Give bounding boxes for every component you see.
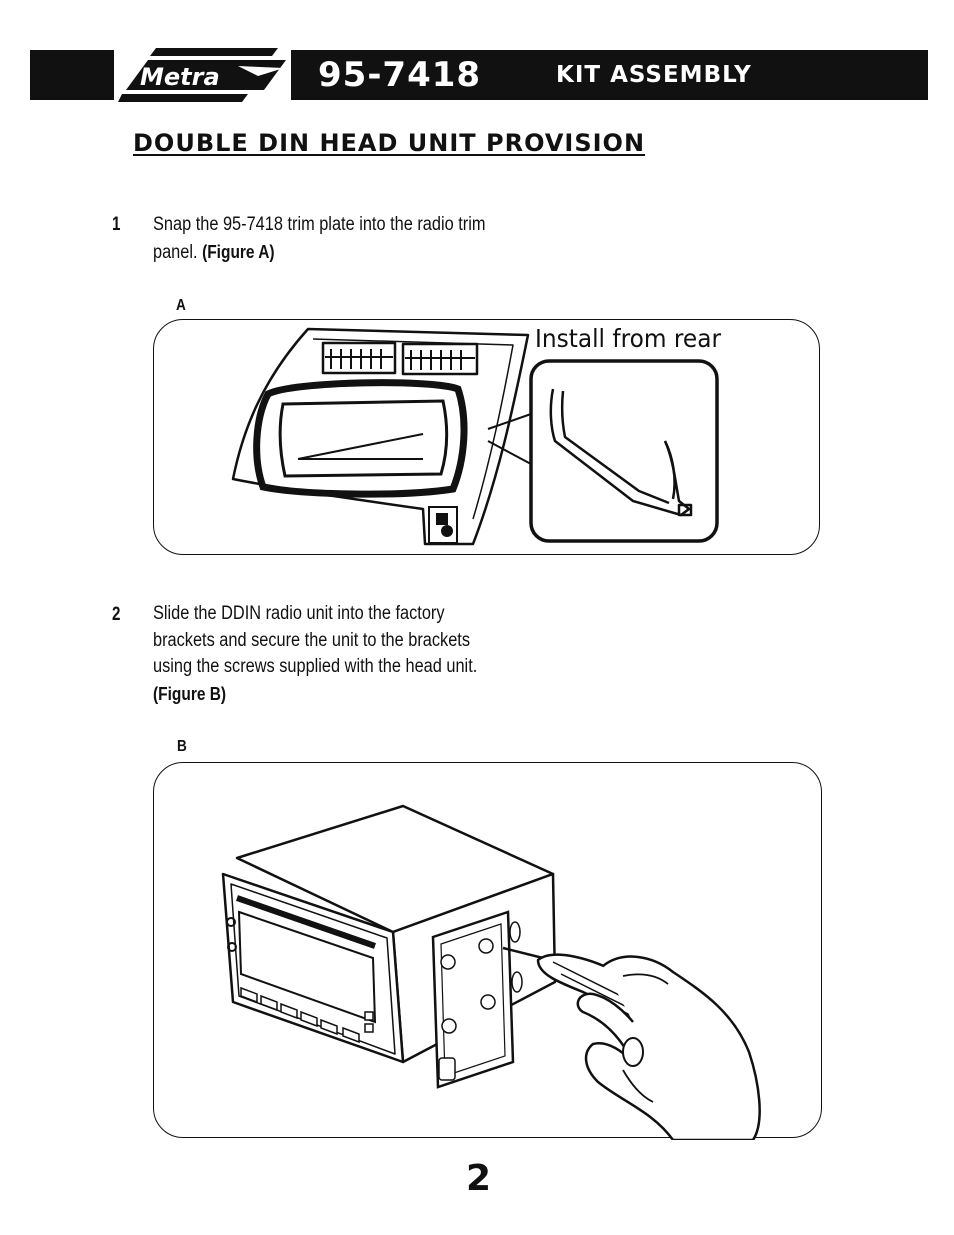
page-number: 2 bbox=[466, 1158, 492, 1199]
figure-a-illustration bbox=[231, 327, 719, 546]
figure-a-callout: Install from rear bbox=[535, 324, 722, 353]
figure-b-label: B bbox=[177, 738, 187, 755]
step-2-number: 2 bbox=[112, 604, 121, 625]
header-bar-left bbox=[30, 50, 114, 100]
header-bar-right bbox=[291, 50, 928, 100]
step-1-ref: (Figure A) bbox=[202, 241, 275, 262]
figure-b-illustration bbox=[221, 804, 761, 1140]
metra-logo: Metra bbox=[118, 48, 286, 102]
section-heading: KIT ASSEMBLY bbox=[556, 62, 752, 88]
figure-a-label: A bbox=[176, 297, 186, 314]
svg-text:Metra: Metra bbox=[140, 63, 220, 91]
step-1-number: 1 bbox=[112, 214, 121, 235]
page-title: DOUBLE DIN HEAD UNIT PROVISION bbox=[133, 129, 646, 157]
step-2-text: Slide the DDIN radio unit into the facto… bbox=[153, 601, 488, 708]
model-number: 95-7418 bbox=[318, 55, 482, 95]
step-1-text: Snap the 95-7418 trim plate into the rad… bbox=[153, 212, 488, 266]
step-2-ref: (Figure B) bbox=[153, 683, 227, 704]
step-2-body: Slide the DDIN radio unit into the facto… bbox=[153, 603, 478, 677]
step-1-body: Snap the 95-7418 trim plate into the rad… bbox=[153, 214, 486, 263]
